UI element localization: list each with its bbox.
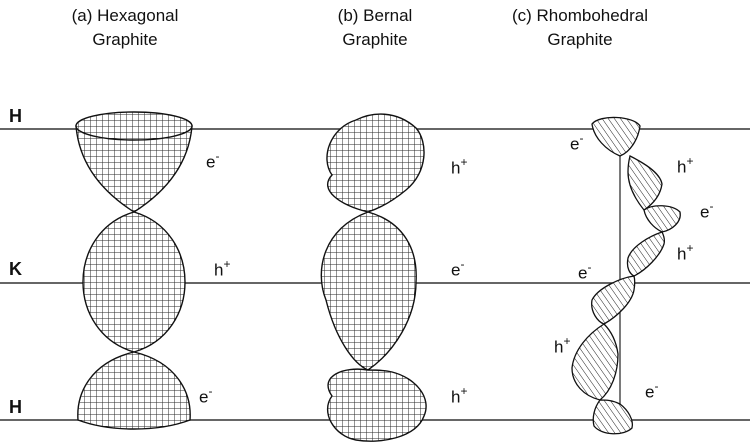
carrier-label: e- <box>700 200 713 223</box>
carrier-label: h+ <box>451 385 467 408</box>
electron-pocket-middle <box>321 212 416 370</box>
carrier-label: h+ <box>214 258 230 281</box>
carrier-label: h+ <box>677 242 693 265</box>
carrier-label: h+ <box>677 155 693 178</box>
carrier-label: h+ <box>451 156 467 179</box>
spiral-pocket-3 <box>644 206 680 232</box>
spiral-pocket-2 <box>628 156 662 210</box>
hole-pocket-middle <box>83 212 185 352</box>
hexagonal-fermi-surface <box>76 112 192 429</box>
carrier-label: e- <box>451 258 464 281</box>
electron-pocket-top-rim <box>76 112 192 140</box>
k-point-label-h-top: H <box>9 106 22 127</box>
carrier-label: e- <box>645 380 658 403</box>
electron-pocket-bottom <box>78 352 190 429</box>
carrier-label: e- <box>578 261 591 284</box>
spiral-pocket-1 <box>592 117 640 156</box>
hole-pocket-bottom <box>328 369 426 441</box>
carrier-label: e- <box>206 150 219 173</box>
bernal-fermi-surface <box>321 114 426 441</box>
carrier-label: e- <box>199 385 212 408</box>
k-point-label-k: K <box>9 259 22 280</box>
carrier-label: h+ <box>554 335 570 358</box>
spiral-pocket-4 <box>627 232 664 276</box>
carrier-label: e- <box>570 132 583 155</box>
spiral-pocket-7 <box>593 400 632 434</box>
hole-pocket-top <box>327 114 424 212</box>
k-point-label-h-bottom: H <box>9 397 22 418</box>
spiral-pocket-6 <box>572 324 618 400</box>
